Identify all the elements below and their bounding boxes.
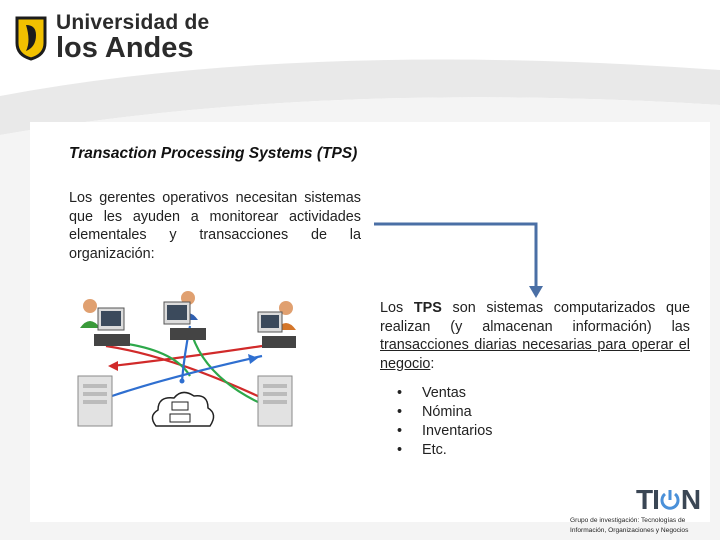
- server-icon: [77, 375, 113, 427]
- workstation-user-icon: [257, 301, 296, 348]
- brand-right: N: [680, 484, 701, 515]
- brand-left: TI: [636, 484, 660, 515]
- list-item: Ventas: [397, 384, 492, 403]
- list-item: Nómina: [397, 403, 492, 422]
- tps-term: TPS: [413, 300, 442, 316]
- desc-prefix: Los: [380, 300, 414, 316]
- research-group-credit: Grupo de investigación: Tecnologías de I…: [570, 517, 689, 534]
- slide-title: Transaction Processing Systems (TPS): [69, 145, 358, 162]
- shield-logo-icon: [15, 16, 47, 61]
- tion-brand-logo: TI N: [636, 484, 701, 516]
- logo-line1: Universidad de: [56, 11, 210, 34]
- blue-link: [111, 354, 263, 398]
- workstation-user-icon: [163, 291, 206, 340]
- server-icon: [257, 375, 293, 427]
- database-cloud-icon: [151, 391, 215, 427]
- tps-examples-list: Ventas Nómina Inventarios Etc.: [397, 384, 492, 460]
- logo-line2: los Andes: [56, 32, 194, 64]
- intro-paragraph: Los gerentes operativos necesitan sistem…: [69, 190, 361, 262]
- power-icon: [660, 490, 680, 510]
- workstation-user-icon: [80, 299, 130, 346]
- tps-description: Los TPS son sistemas computarizados que …: [380, 299, 690, 373]
- university-logo: Universidad de los Andes: [14, 12, 209, 63]
- desc-middle: son sistemas computarizados que realizan…: [380, 300, 690, 335]
- red-link: [111, 344, 263, 368]
- desc-underlined: transacciones diarias necesarias para op…: [380, 337, 690, 372]
- list-item: Etc.: [397, 441, 492, 460]
- connector-arrow: [374, 222, 543, 298]
- list-item: Inventarios: [397, 422, 492, 441]
- desc-suffix: :: [430, 355, 435, 372]
- network-illustration: [77, 291, 296, 427]
